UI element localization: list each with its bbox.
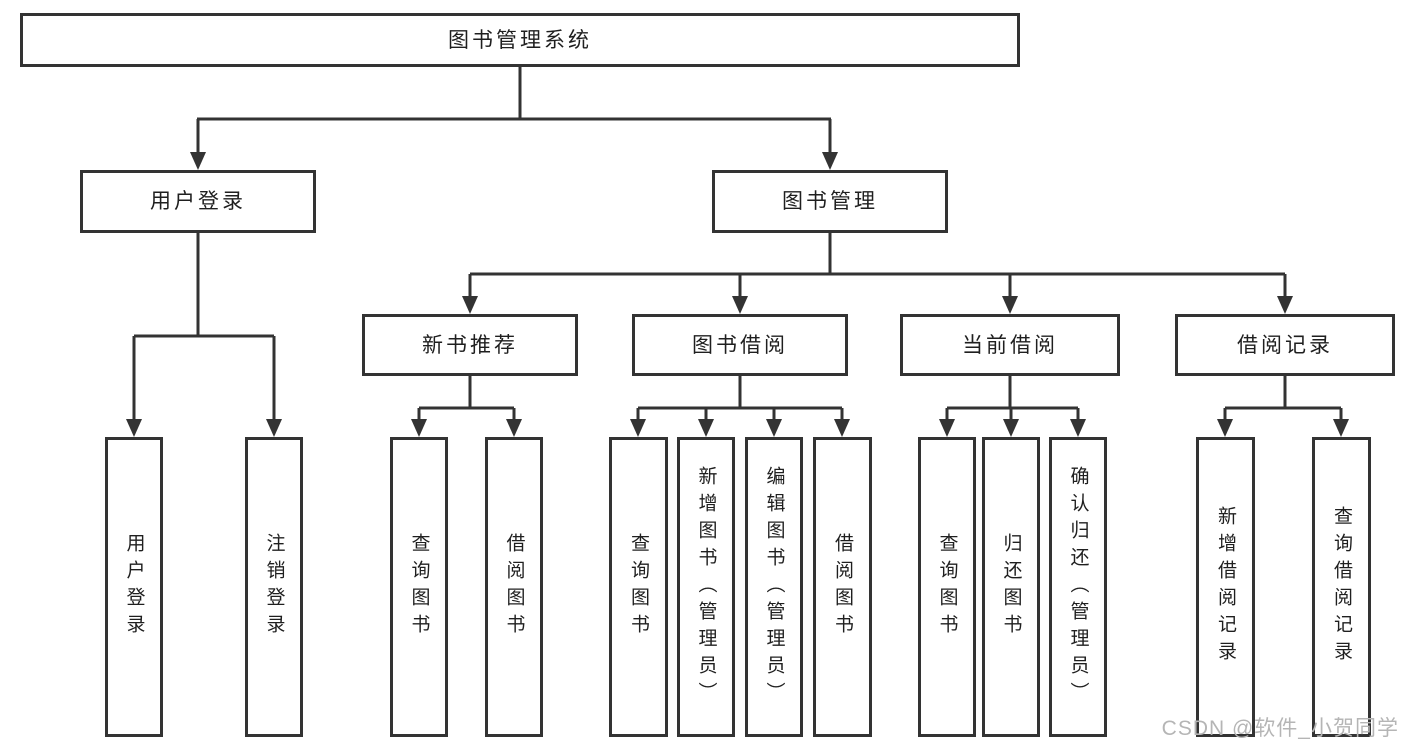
node-label-add-book-admin: 新增图书（管理员） [695, 465, 717, 709]
node-label-borrowing-records: 借阅记录 [1237, 333, 1333, 357]
node-label-query-books-current: 查询图书 [936, 533, 958, 641]
arrowhead-icon-2-1 [732, 296, 748, 314]
node-book-borrowing: 图书借阅 [632, 314, 848, 376]
node-label-root: 图书管理系统 [448, 28, 592, 52]
node-book-management: 图书管理 [712, 170, 948, 233]
node-confirm-return-admin: 确认归还（管理员） [1049, 437, 1107, 737]
arrowhead-icon-0-1 [822, 152, 838, 170]
node-edit-book-admin: 编辑图书（管理员） [745, 437, 803, 737]
arrowhead-icon-5-2 [1070, 419, 1086, 437]
watermark: CSDN @软件_小贺同学 [1161, 717, 1399, 740]
node-current-borrowing: 当前借阅 [900, 314, 1120, 376]
connector-path-6 [1223, 376, 1343, 423]
node-add-book-admin: 新增图书（管理员） [677, 437, 735, 737]
node-return-book: 归还图书 [982, 437, 1040, 737]
node-label-book-borrowing: 图书借阅 [692, 333, 788, 357]
arrowhead-icon-3-0 [411, 419, 427, 437]
arrowhead-icon-6-0 [1217, 419, 1233, 437]
arrowhead-icon-2-2 [1002, 296, 1018, 314]
node-label-user-login-branch: 用户登录 [150, 190, 246, 213]
arrowhead-icon-4-3 [834, 419, 850, 437]
arrowhead-icon-1-0 [126, 419, 142, 437]
connector-path-5 [945, 376, 1080, 423]
node-label-confirm-return-admin: 确认归还（管理员） [1067, 465, 1089, 709]
connector-path-3 [417, 376, 516, 423]
connector-path-2 [468, 233, 1287, 300]
node-query-books-recommend: 查询图书 [390, 437, 448, 737]
arrowhead-icon-3-1 [506, 419, 522, 437]
node-label-query-books-borrowing: 查询图书 [628, 533, 649, 641]
arrowhead-icon-1-1 [266, 419, 282, 437]
node-new-book-recommend: 新书推荐 [362, 314, 578, 376]
node-label-query-borrow-record: 查询借阅记录 [1331, 506, 1352, 668]
node-label-new-book-recommend: 新书推荐 [422, 333, 518, 357]
connector-path-1 [132, 233, 276, 423]
arrowhead-icon-0-0 [190, 152, 206, 170]
node-logout: 注销登录 [245, 437, 303, 737]
node-add-borrow-record: 新增借阅记录 [1196, 437, 1255, 737]
node-label-logout: 注销登录 [263, 533, 285, 641]
node-label-return-book: 归还图书 [1000, 533, 1022, 641]
connector-path-4 [636, 376, 844, 423]
arrowhead-icon-4-0 [630, 419, 646, 437]
node-label-edit-book-admin: 编辑图书（管理员） [763, 465, 785, 709]
arrowhead-icon-4-1 [698, 419, 714, 437]
node-borrow-books-borrowing: 借阅图书 [813, 437, 872, 737]
arrowhead-icon-4-2 [766, 419, 782, 437]
node-query-books-borrowing: 查询图书 [609, 437, 668, 737]
node-user-login-branch: 用户登录 [80, 170, 316, 233]
node-borrowing-records: 借阅记录 [1175, 314, 1395, 376]
node-root: 图书管理系统 [20, 13, 1020, 67]
node-query-borrow-record: 查询借阅记录 [1312, 437, 1371, 737]
arrowhead-icon-2-0 [462, 296, 478, 314]
node-label-query-books-recommend: 查询图书 [408, 533, 430, 641]
node-label-borrow-books-borrowing: 借阅图书 [832, 533, 853, 641]
arrowhead-icon-2-3 [1277, 296, 1293, 314]
node-label-user-login: 用户登录 [123, 533, 145, 641]
node-label-current-borrowing: 当前借阅 [962, 333, 1058, 357]
node-query-books-current: 查询图书 [918, 437, 976, 737]
node-label-add-borrow-record: 新增借阅记录 [1215, 506, 1236, 668]
arrowhead-icon-5-1 [1003, 419, 1019, 437]
node-label-borrow-books-recommend: 借阅图书 [503, 533, 525, 641]
arrowhead-icon-5-0 [939, 419, 955, 437]
node-borrow-books-recommend: 借阅图书 [485, 437, 543, 737]
connector-path-0 [196, 67, 832, 156]
node-user-login: 用户登录 [105, 437, 163, 737]
node-label-book-management: 图书管理 [782, 190, 878, 213]
arrowhead-icon-6-1 [1333, 419, 1349, 437]
